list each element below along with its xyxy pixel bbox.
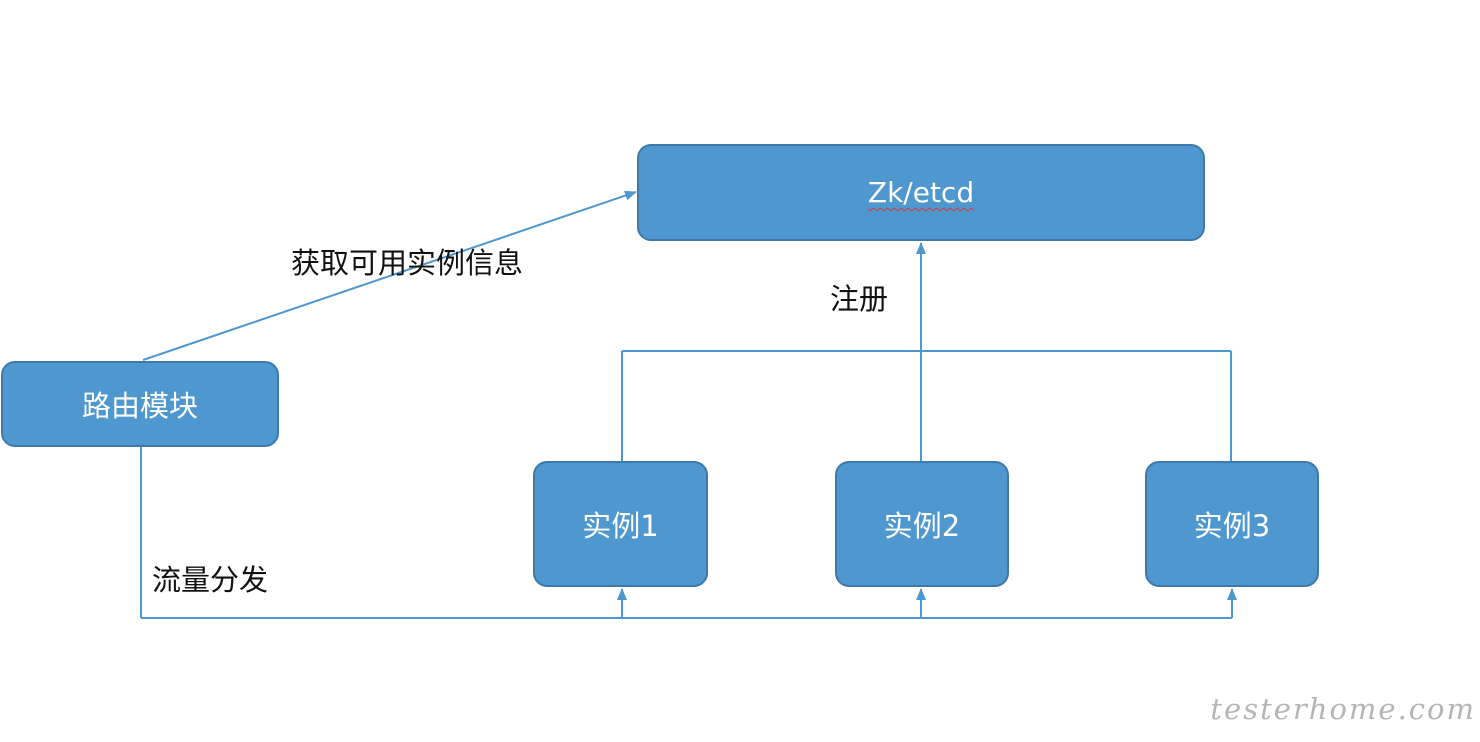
- router-node: 路由模块: [1, 361, 279, 447]
- registry-node: Zk/etcd: [637, 144, 1205, 241]
- instance-label-3: 实例3: [1193, 509, 1271, 543]
- connector-traffic-distribution: [140, 447, 1237, 619]
- instance-node-3: 实例3: [1145, 461, 1319, 587]
- instance-node-2: 实例2: [835, 461, 1009, 587]
- registry-label: Zk/etcd: [867, 176, 975, 209]
- connector-register: [621, 242, 1232, 461]
- instance-label-2: 实例2: [883, 509, 961, 543]
- watermark-text: testerhome.com: [1210, 692, 1476, 726]
- instance-node-1: 实例1: [533, 461, 708, 587]
- edge-label-traffic: 流量分发: [152, 563, 269, 597]
- instance-label-1: 实例1: [582, 509, 659, 543]
- connector-router-to-registry: [142, 190, 637, 361]
- edge-label-get-instances: 获取可用实例信息: [291, 246, 524, 280]
- router-label: 路由模块: [81, 389, 198, 423]
- edge-label-register: 注册: [830, 282, 889, 316]
